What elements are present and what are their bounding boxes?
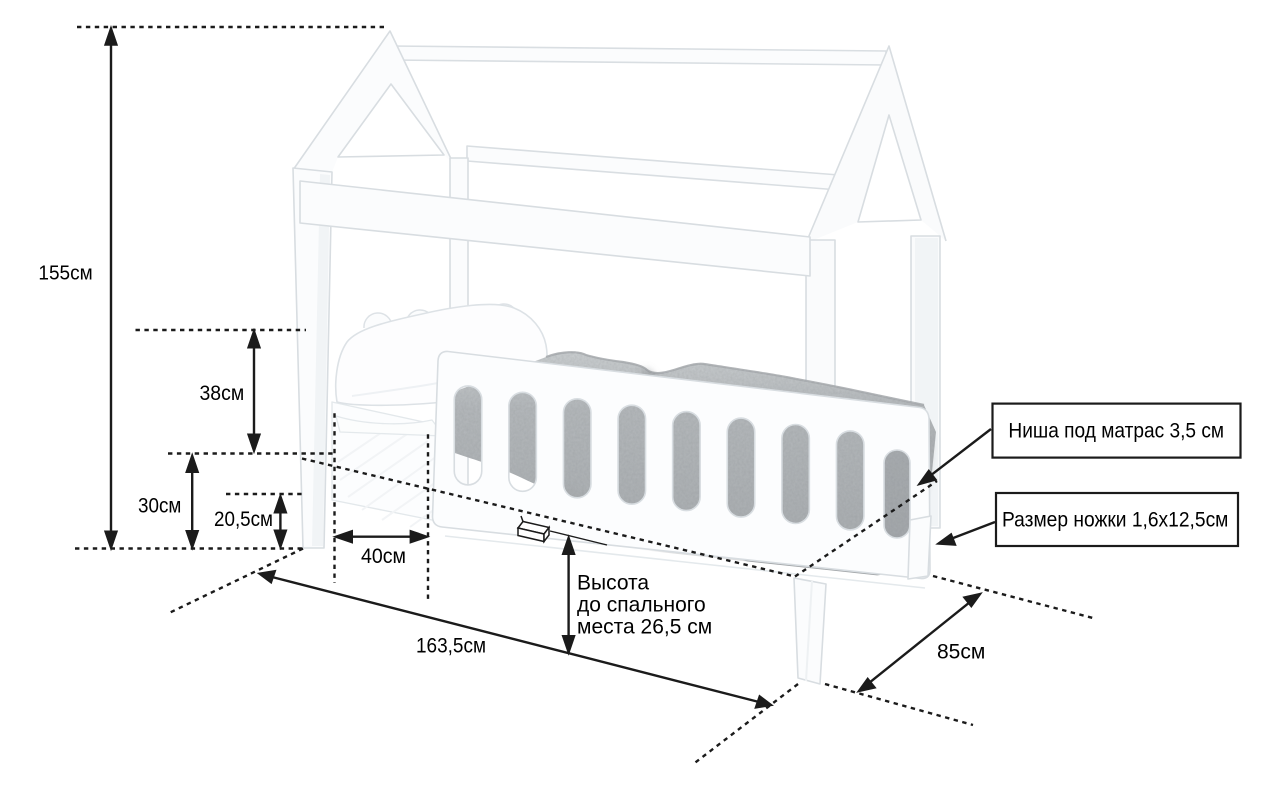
svg-text:Размер ножки 1,6х12,5см: Размер ножки 1,6х12,5см (1002, 509, 1228, 532)
svg-text:40см: 40см (361, 545, 406, 568)
svg-text:85см: 85см (937, 641, 985, 664)
svg-text:30см: 30см (138, 495, 181, 518)
svg-text:20,5см: 20,5см (214, 508, 273, 531)
svg-text:Ниша под матрас 3,5 см: Ниша под матрас 3,5 см (1008, 420, 1224, 443)
svg-text:38см: 38см (200, 382, 245, 405)
svg-text:места 26,5 см: места 26,5 см (577, 616, 712, 639)
svg-text:155см: 155см (38, 262, 92, 285)
svg-text:163,5см: 163,5см (416, 635, 486, 658)
svg-text:до спального: до спального (577, 594, 706, 617)
svg-text:Высота: Высота (577, 572, 649, 595)
